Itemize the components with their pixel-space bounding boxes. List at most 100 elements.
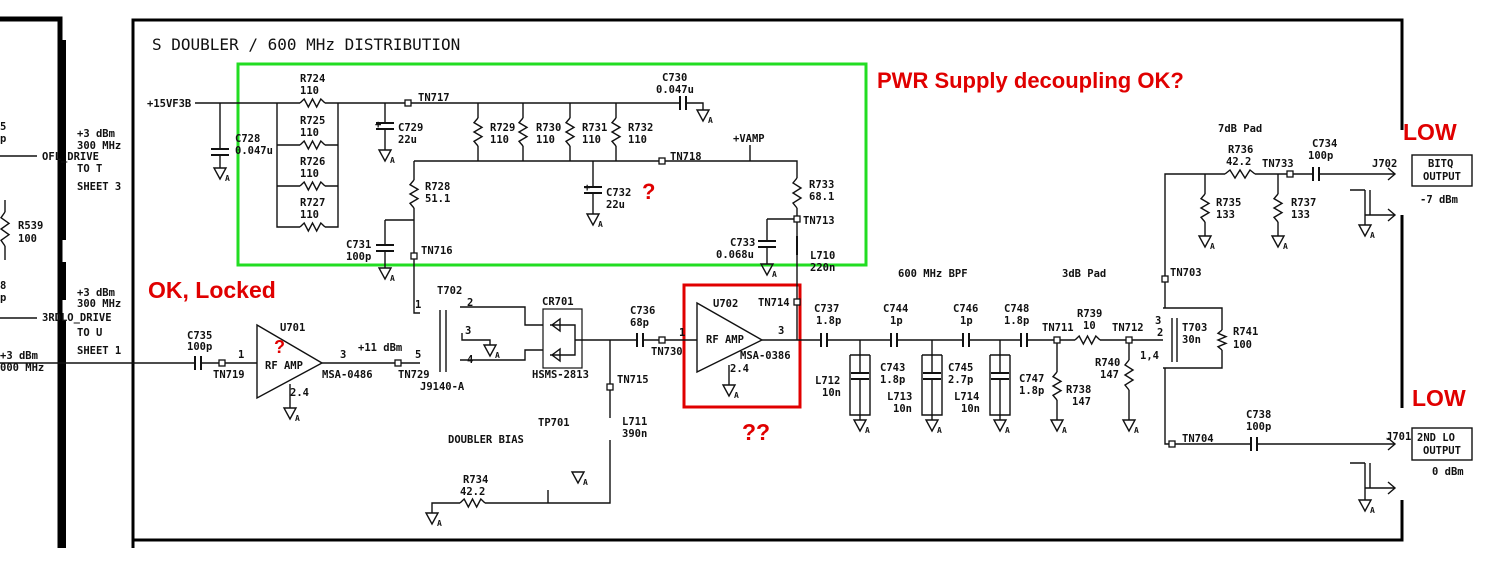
label-c730v: 0.047u [656, 84, 694, 96]
ground-label: A [734, 391, 739, 400]
label-c743: C743 [880, 362, 905, 374]
label-u701-p3: 3 [340, 349, 346, 361]
label-rdlo-net: 3RDLO_DRIVE [42, 312, 112, 324]
test-point-icon [1286, 170, 1294, 178]
r738-resistor-symbol [1051, 371, 1063, 401]
label-t702-p4: 4 [467, 354, 473, 366]
test-point-icon [658, 336, 666, 344]
label-tn716: TN716 [421, 245, 453, 257]
label-c737v: 1.8p [816, 315, 841, 327]
r728-resistor-symbol [408, 179, 420, 209]
label-tn733: TN733 [1262, 158, 1294, 170]
label-c748v: 1.8p [1004, 315, 1029, 327]
label-l711: L711 [622, 416, 647, 428]
label-bpf: 600 MHz BPF [898, 268, 968, 280]
label-r741: R741 [1233, 326, 1258, 338]
ground-label: A [295, 414, 300, 423]
label-j701: J701 [1386, 431, 1411, 443]
test-point-icon [1168, 440, 1176, 448]
u701-amplifier-symbol [256, 323, 324, 400]
c730-capacitor-symbol [679, 96, 687, 110]
annotation-q-u702: ?? [742, 419, 770, 445]
label-cr701: CR701 [542, 296, 574, 308]
label-tn714: TN714 [758, 297, 790, 309]
label-c733: C733 [730, 237, 755, 249]
label-r732v: 110 [628, 134, 647, 146]
label-r739v: 10 [1083, 320, 1096, 332]
c748-capacitor-symbol [1020, 333, 1028, 347]
label-t702-p1: 1 [415, 299, 421, 311]
label-c729: C729 [398, 122, 423, 134]
c733-capacitor-symbol [758, 240, 776, 248]
label-c734v: 100p [1308, 150, 1333, 162]
label-r731: R731 [582, 122, 607, 134]
ground-label: A [865, 426, 870, 435]
c743-capacitor-symbol [851, 372, 869, 380]
label-l713v: 10n [893, 403, 912, 415]
label-c733v: 0.068u [716, 249, 754, 261]
label-lp: p [0, 133, 6, 145]
label-r727: R727 [300, 197, 325, 209]
label-r733: R733 [809, 179, 834, 191]
ground-icon [377, 267, 393, 281]
label-t702: T702 [437, 285, 462, 297]
label-u702-part: MSA-0386 [740, 350, 791, 362]
label-r728v: 51.1 [425, 193, 450, 205]
ground-icon [282, 407, 298, 421]
label-tn729: TN729 [398, 369, 430, 381]
label-u701-part: MSA-0486 [322, 369, 373, 381]
ground-icon [1049, 419, 1065, 433]
label-tn711: TN711 [1042, 322, 1074, 334]
ground-icon [1121, 419, 1137, 433]
label-r737: R737 [1291, 197, 1316, 209]
label-r725: R725 [300, 115, 325, 127]
ground-label: A [1370, 506, 1375, 515]
label-ofl-freq: 300 MHz [77, 140, 121, 152]
label-tn717: TN717 [418, 92, 450, 104]
label-tn730: TN730 [651, 346, 683, 358]
label-rdlo-dbm: +3 dBm [77, 287, 115, 299]
label-r539-v: 100 [18, 233, 37, 245]
label-l711v: 390n [622, 428, 647, 440]
ground-icon [1270, 235, 1286, 249]
r735-resistor-symbol [1199, 193, 1211, 223]
label-rdlo-to: TO U [77, 327, 102, 339]
label-tn718: TN718 [670, 151, 702, 163]
c747-capacitor-symbol [991, 372, 1009, 380]
c731-capacitor-symbol [376, 244, 394, 252]
label-c743v: 1.8p [880, 374, 905, 386]
ground-icon [1197, 235, 1213, 249]
label-t703-p2: 2 [1157, 327, 1163, 339]
ground-label: A [390, 156, 395, 165]
label-l714: L714 [954, 391, 979, 403]
2nd-lo-output-box [1411, 427, 1473, 461]
label-r726v: 110 [300, 168, 319, 180]
r732-resistor-symbol [610, 117, 622, 147]
label-u702-gnd: 2.4 [730, 363, 749, 375]
label-tn712: TN712 [1112, 322, 1144, 334]
test-point-icon [1053, 336, 1061, 344]
ground-label: A [1062, 426, 1067, 435]
ground-label: A [1210, 242, 1215, 251]
c736-capacitor-symbol [636, 333, 644, 347]
label-j702: J702 [1372, 158, 1397, 170]
ground-label: A [708, 116, 713, 125]
test-point-icon [658, 157, 666, 165]
label-c738v: 100p [1246, 421, 1271, 433]
ground-label: A [225, 174, 230, 183]
label-r731v: 110 [582, 134, 601, 146]
label-r729: R729 [490, 122, 515, 134]
c737-capacitor-symbol [820, 333, 828, 347]
sheet-frame [0, 16, 1404, 548]
annotation-q-c732: ? [642, 179, 655, 204]
label-r738v: 147 [1072, 396, 1091, 408]
label-r736v: 42.2 [1226, 156, 1251, 168]
cr701-diode-pair [542, 308, 583, 369]
label-r727v: 110 [300, 209, 319, 221]
label-c747v: 1.8p [1019, 385, 1044, 397]
label-c735: C735 [187, 330, 212, 342]
label-in-freq: 000 MHz [0, 362, 44, 374]
label-vamp: +VAMP [733, 133, 765, 145]
label-c729v: 22u [398, 134, 417, 146]
